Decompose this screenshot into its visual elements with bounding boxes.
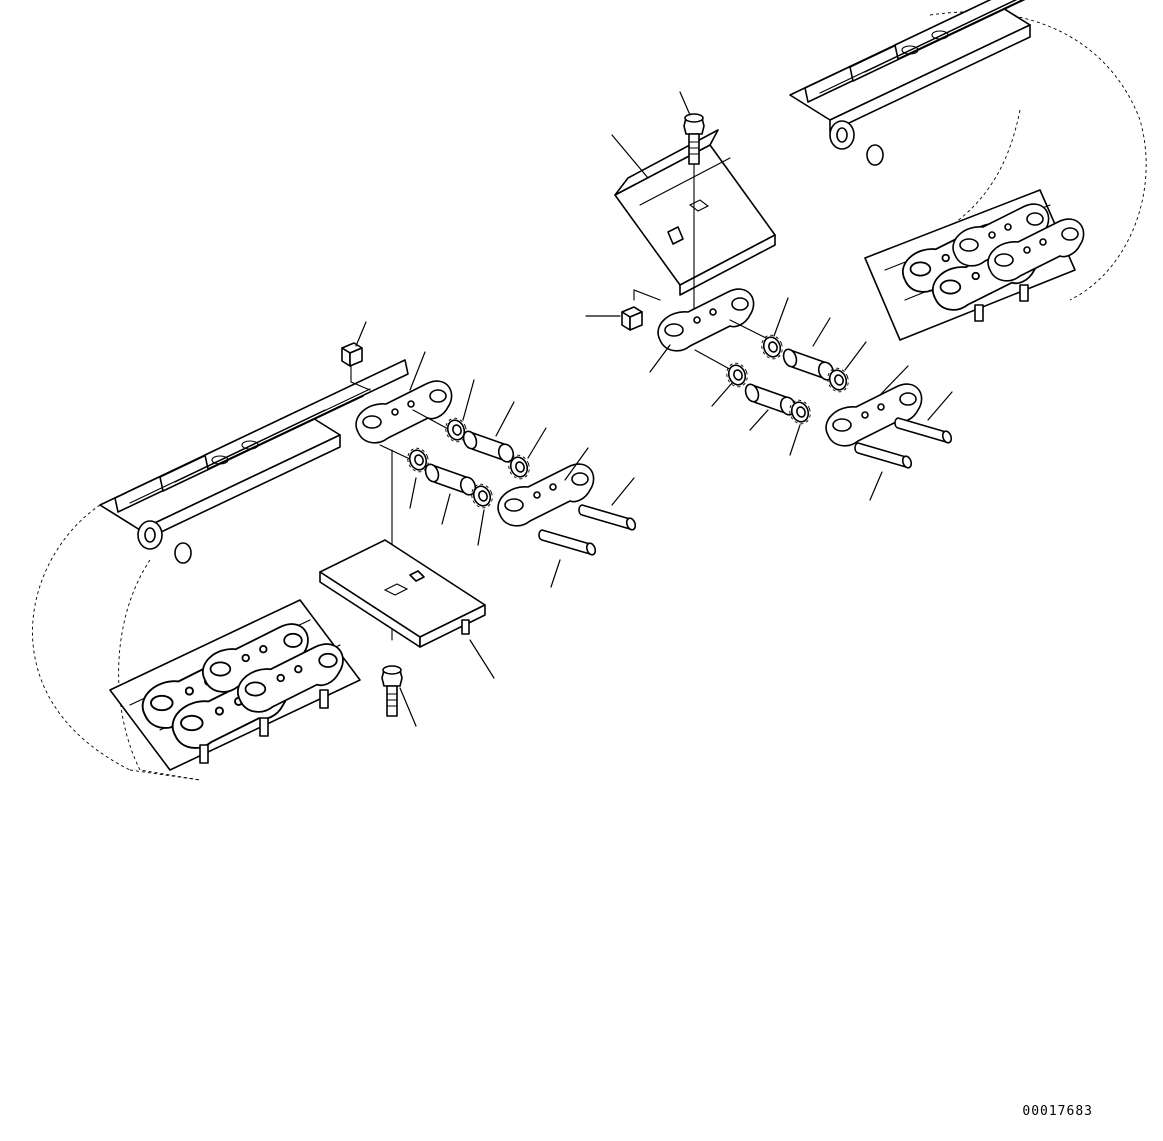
right-exploded-parts — [614, 113, 954, 470]
master-link-right-a — [657, 288, 755, 352]
pin-left-2 — [538, 529, 598, 557]
master-link-right-b — [825, 383, 923, 447]
drawing-number: 00017683 — [1022, 1104, 1093, 1119]
master-link-left-b — [497, 463, 595, 527]
leader-lines — [355, 91, 953, 727]
nut-right — [621, 306, 643, 331]
bushing-left-1 — [460, 428, 517, 465]
seal-right-3 — [722, 359, 752, 391]
right-lower-chain-section — [864, 189, 1085, 341]
right-upper-shoe-section — [789, 0, 1099, 166]
pin-right-2 — [854, 442, 914, 470]
bushing-left-2 — [422, 461, 479, 498]
left-lower-chain-section — [109, 599, 361, 771]
master-shoe-lower — [319, 539, 486, 648]
bushing-right-1 — [780, 346, 837, 383]
master-bolt-lower — [381, 665, 403, 717]
right-track-loop — [789, 0, 1147, 341]
pin-left-1 — [578, 504, 638, 532]
left-exploded-parts — [319, 342, 638, 717]
left-upper-shoe-section — [99, 359, 409, 564]
left-track-loop — [32, 359, 409, 781]
pin-right-1 — [894, 417, 954, 445]
nut-left — [341, 342, 363, 367]
